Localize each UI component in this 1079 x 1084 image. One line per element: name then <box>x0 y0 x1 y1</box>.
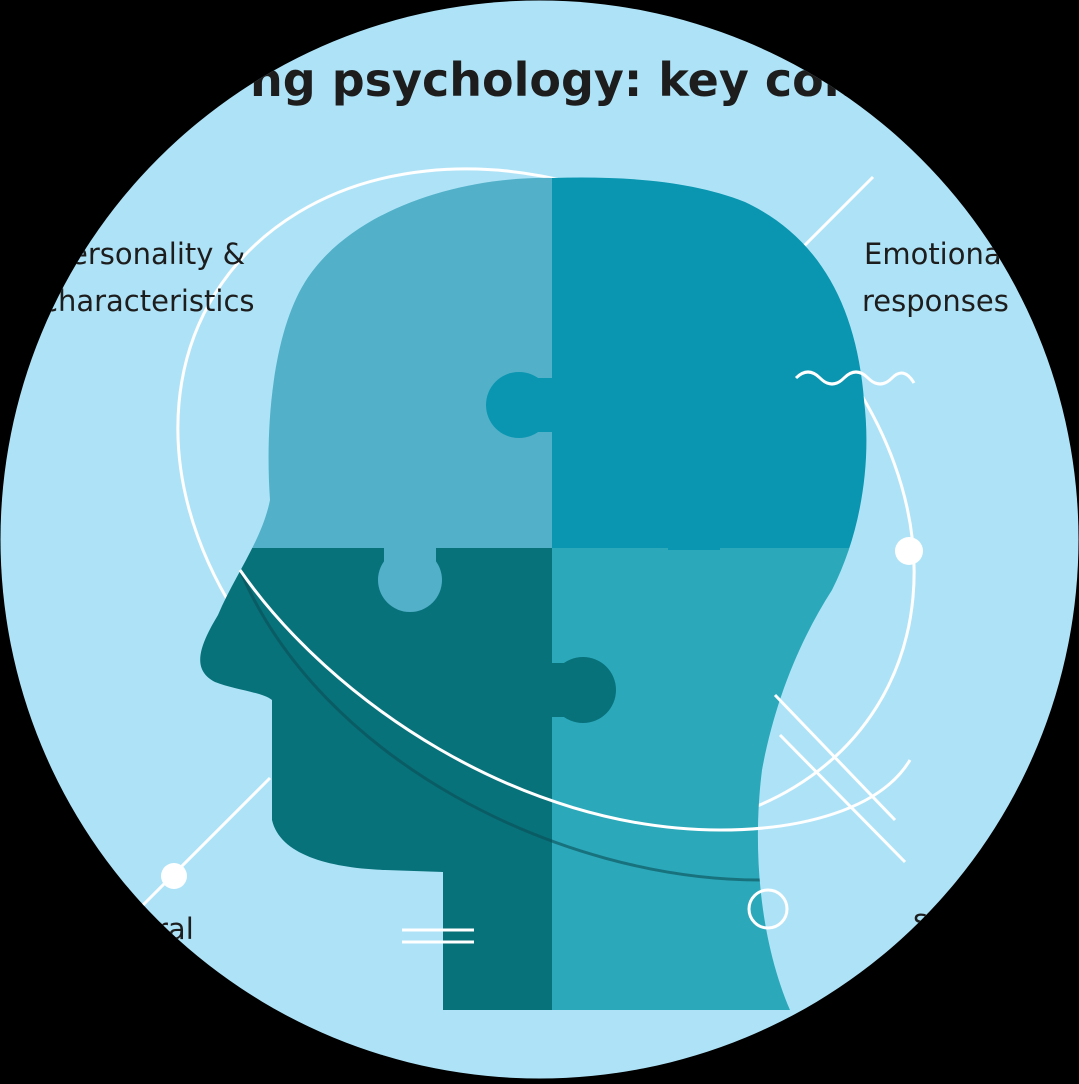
connector-line-bottom-right-1 <box>773 693 897 822</box>
orbit-ellipse-front <box>238 569 912 832</box>
connector-line-bottom-right-2 <box>778 733 907 864</box>
connector-line-bottom-left <box>138 776 272 910</box>
label-emotional-line2: responses <box>862 284 1009 318</box>
ring-icon <box>747 888 789 930</box>
node-dot-bottom-left <box>161 863 187 889</box>
label-personality-line1: ersonality & <box>70 237 245 271</box>
label-emotional-line1: Emotiona <box>864 237 1002 271</box>
inner-arc <box>238 569 761 882</box>
squiggle-icon <box>794 370 916 386</box>
label-personality-line2: characteristics <box>42 284 255 318</box>
node-dot-right <box>895 537 923 565</box>
